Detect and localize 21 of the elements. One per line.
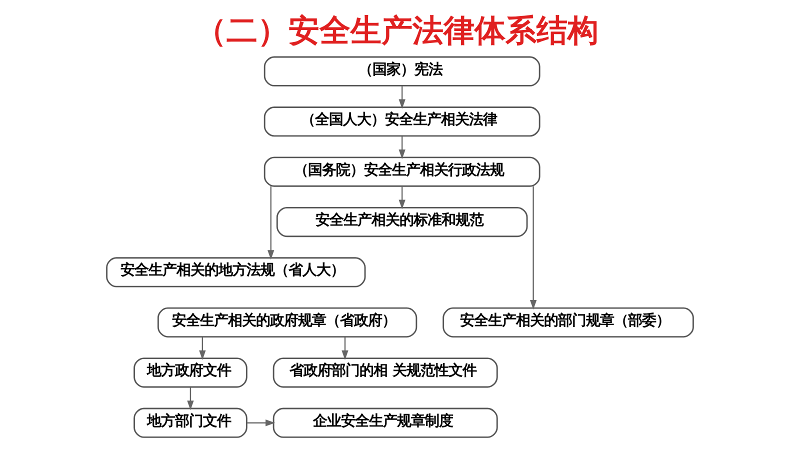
node-box: 地方政府文件 [133, 358, 247, 388]
node-box: （国务院）安全生产相关行政法规 [263, 156, 540, 187]
node-box: 省政府部门的相 关规范性文件 [272, 358, 498, 388]
node-box: 安全生产相关的地方法规（省人大） [106, 257, 366, 288]
arrow [267, 186, 274, 260]
node-box: 安全生产相关的政府规章（省政府） [156, 307, 417, 338]
node-box: （全国人大）安全生产相关法律 [263, 106, 540, 137]
diagram-title: （二）安全生产法律体系结构 [195, 13, 598, 50]
arrow [341, 337, 348, 360]
node-box: （国家）宪法 [263, 56, 540, 86]
arrow [398, 86, 405, 109]
node-box: 安全生产相关的标准和规范 [276, 206, 528, 238]
arrow [186, 387, 194, 410]
arrow [529, 186, 536, 310]
node-box: 安全生产相关的部门规章（部委） [442, 307, 694, 338]
node-box: 地方部门文件 [133, 408, 247, 438]
arrow [198, 337, 206, 360]
node-box: 企业安全生产规章制度 [272, 408, 498, 438]
arrow [246, 420, 275, 426]
arrow [398, 136, 405, 160]
arrow [398, 186, 405, 210]
